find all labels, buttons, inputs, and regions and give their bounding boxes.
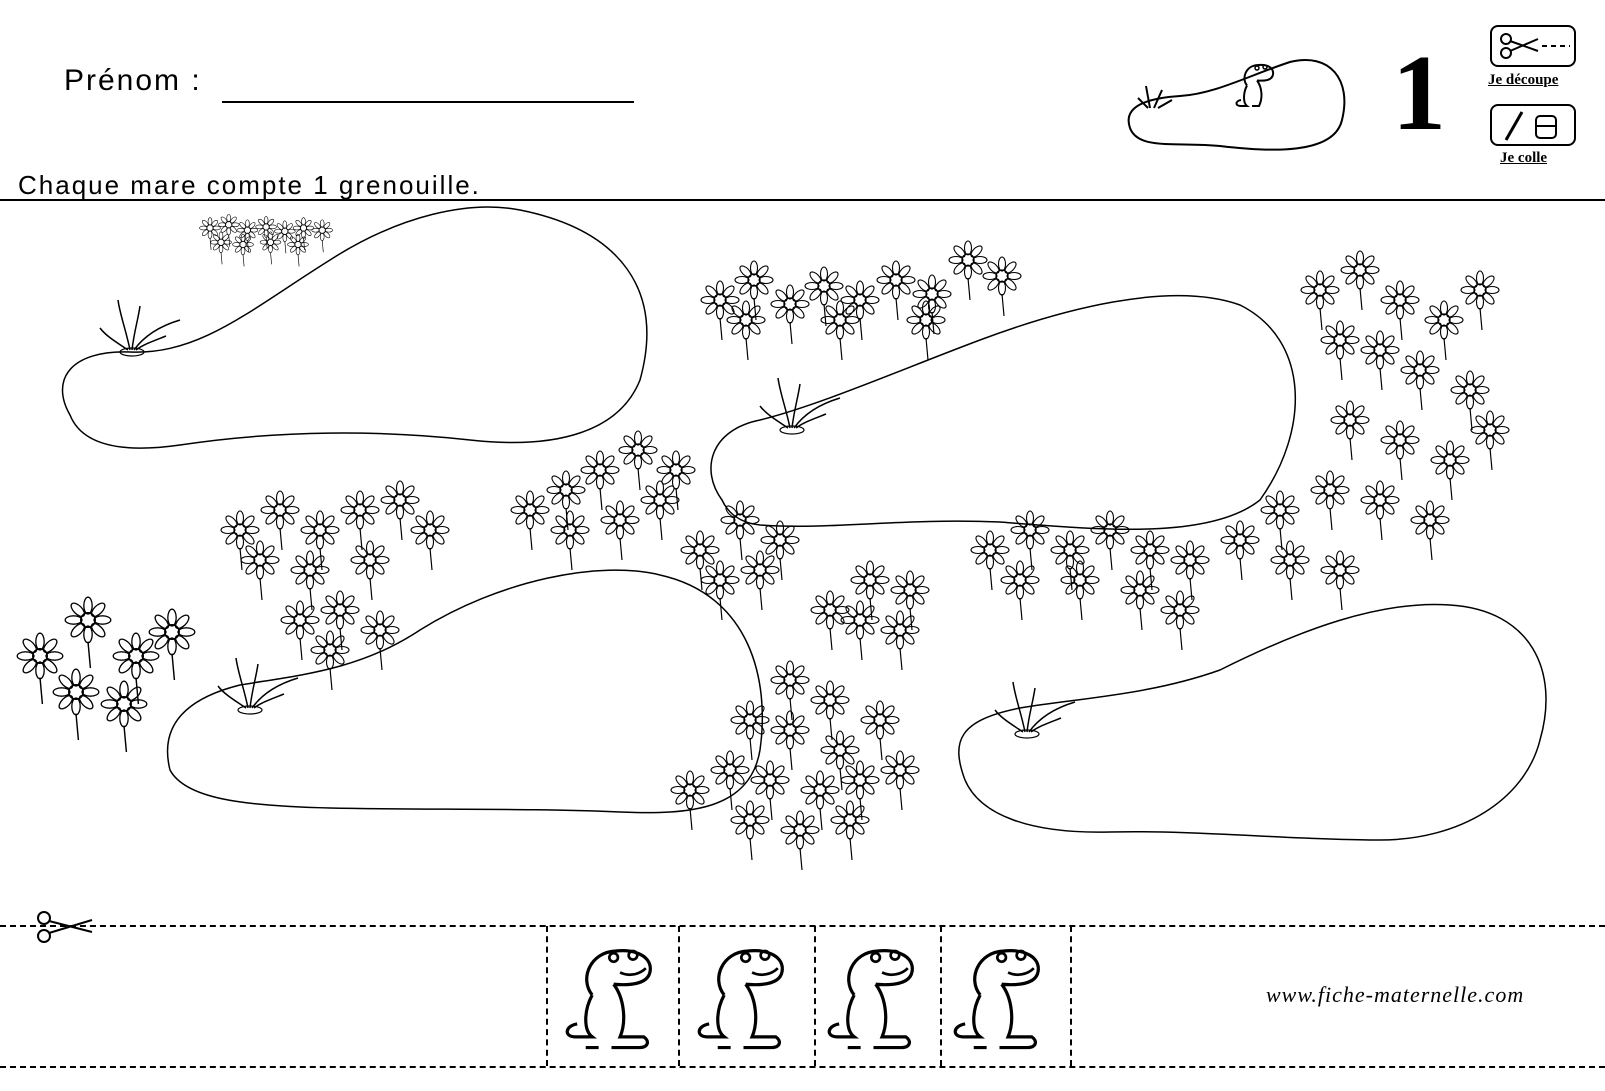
scissors-icon	[1500, 33, 1570, 59]
target-number: 1	[1392, 34, 1446, 153]
daisy-cluster	[220, 480, 450, 691]
frog-icon	[565, 949, 652, 1050]
grass-tuft	[99, 299, 181, 357]
glue-legend-box	[1490, 104, 1576, 146]
pond-3	[166, 569, 764, 814]
grass-tuft	[994, 681, 1076, 739]
daisy-cluster	[1220, 250, 1510, 611]
pond-4	[958, 603, 1547, 841]
scissors-legend-box	[1490, 25, 1576, 67]
cutout-separator	[1070, 926, 1072, 1066]
name-write-line[interactable]	[222, 101, 634, 103]
frog-icon	[1235, 63, 1275, 107]
glue-legend-label: Je colle	[1500, 150, 1548, 166]
daisy-cluster	[510, 430, 696, 571]
frog-cutout[interactable]	[948, 935, 1066, 1055]
frog-icon	[953, 949, 1040, 1050]
scissors-icon	[37, 911, 93, 943]
example-pond-illustration	[1127, 59, 1346, 151]
frog-cutout[interactable]	[560, 935, 678, 1055]
cut-legend-label: Je découpe	[1488, 72, 1559, 88]
cutout-separator	[546, 926, 548, 1066]
grass-tuft	[759, 377, 841, 435]
pond-1	[61, 206, 648, 449]
daisy-cluster	[199, 213, 334, 267]
daisy-cluster	[16, 596, 196, 753]
pond-2	[710, 295, 1296, 531]
daisy-cluster	[970, 510, 1210, 651]
instruction-text: Chaque mare compte 1 grenouille.	[18, 170, 481, 200]
grass-tuft	[217, 657, 299, 715]
header-divider	[0, 199, 1605, 201]
frog-icon	[827, 949, 914, 1050]
daisy-cluster	[670, 660, 920, 871]
cutout-separator	[678, 926, 680, 1066]
name-field-label: Prénom :	[64, 64, 202, 97]
cut-line-bottom	[0, 1066, 1605, 1068]
frog-cutout[interactable]	[692, 935, 810, 1055]
glue-pot-icon	[1504, 111, 1557, 141]
frog-cutout[interactable]	[822, 935, 940, 1055]
frog-icon	[697, 949, 784, 1050]
daisy-cluster	[810, 560, 930, 671]
website-credit: www.fiche-maternelle.com	[1266, 982, 1525, 1007]
cutout-separator	[814, 926, 816, 1066]
cutout-separator	[940, 926, 942, 1066]
pond-scene	[16, 206, 1547, 871]
cut-line-top	[0, 925, 1605, 927]
